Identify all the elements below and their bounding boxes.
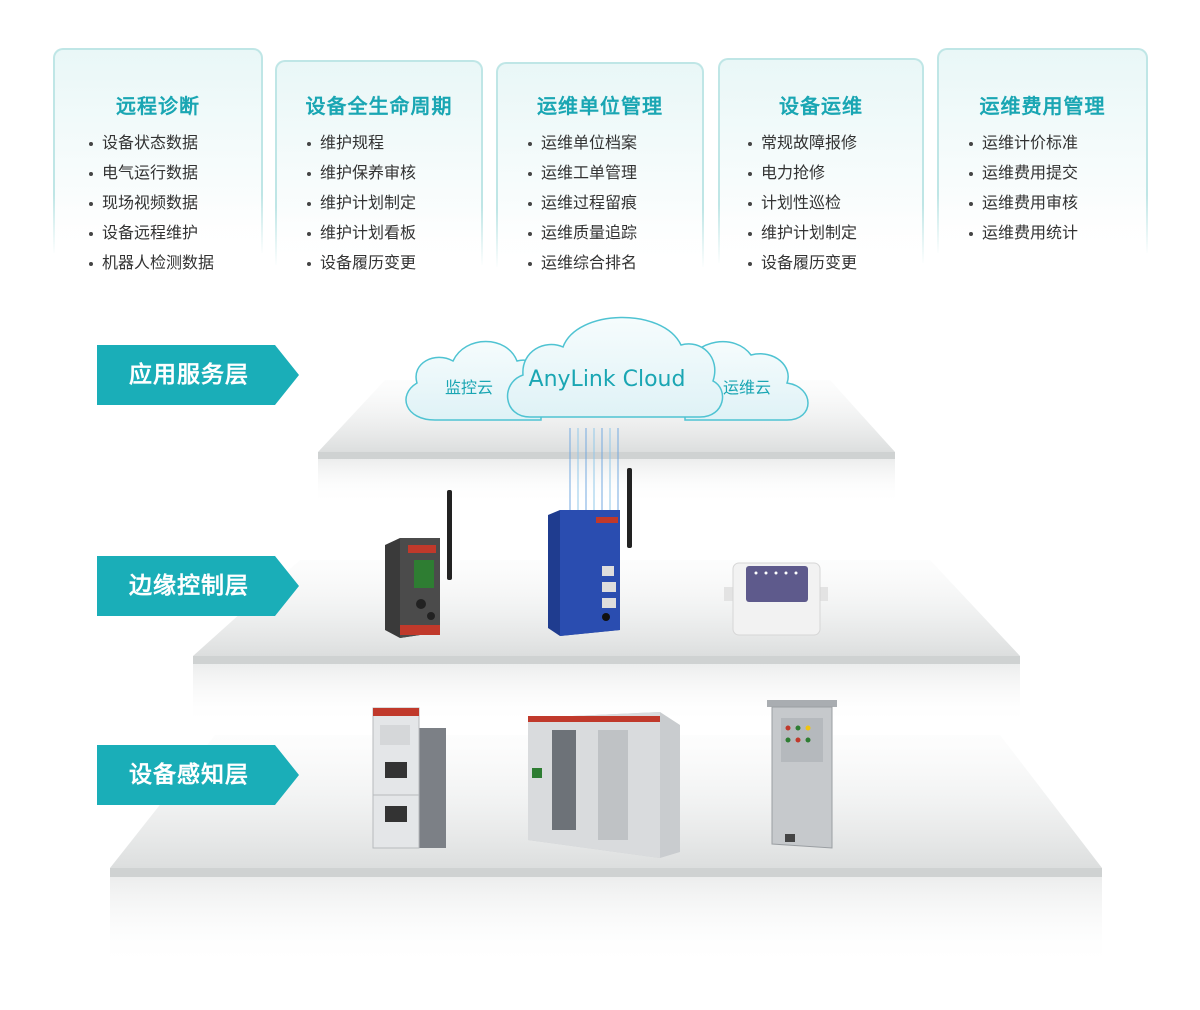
list-item: 计划性巡检 [748, 188, 857, 218]
card-title: 运维费用管理 [979, 94, 1106, 118]
list-item: 设备履历变更 [748, 248, 857, 278]
list-item: 电气运行数据 [89, 158, 214, 188]
gateway-device-blue [548, 468, 632, 636]
card-list: 设备状态数据 电气运行数据 现场视频数据 设备远程维护 机器人检测数据 [89, 128, 214, 278]
list-item: 设备状态数据 [89, 128, 214, 158]
cloud-center-shape [507, 316, 724, 418]
card-unit-management: 运维单位管理 运维单位档案 运维工单管理 运维过程留痕 运维质量追踪 运维综合排… [496, 62, 704, 272]
cloud-right-label: 运维云 [723, 378, 771, 397]
layer-label-edge: 边缘控制层 [97, 556, 299, 616]
list-item: 电力抢修 [748, 158, 857, 188]
card-equipment-om: 设备运维 常规故障报修 电力抢修 计划性巡检 维护计划制定 设备履历变更 [718, 58, 924, 272]
distribution-cabinet [767, 700, 837, 849]
list-item: 现场视频数据 [89, 188, 214, 218]
card-cost-management: 运维费用管理 运维计价标准 运维费用提交 运维费用审核 运维费用统计 [937, 48, 1148, 255]
card-list: 运维计价标准 运维费用提交 运维费用审核 运维费用统计 [969, 128, 1078, 248]
cloud-illustration: AnyLink Cloud 监控云 运维云 [405, 316, 809, 421]
card-title: 远程诊断 [116, 94, 200, 118]
cloud-data-lines [569, 428, 619, 515]
list-item: 维护计划制定 [307, 188, 416, 218]
card-remote-diagnosis: 远程诊断 设备状态数据 电气运行数据 现场视频数据 设备远程维护 机器人检测数据 [53, 48, 263, 272]
list-item: 运维过程留痕 [528, 188, 637, 218]
cloud-left-label: 监控云 [445, 378, 493, 397]
card-title: 设备运维 [779, 94, 863, 118]
card-list: 常规故障报修 电力抢修 计划性巡检 维护计划制定 设备履历变更 [748, 128, 857, 278]
list-item: 机器人检测数据 [89, 248, 214, 278]
list-item: 运维费用提交 [969, 158, 1078, 188]
list-item: 维护计划制定 [748, 218, 857, 248]
layer-label-perception: 设备感知层 [97, 745, 299, 805]
layer-label-application: 应用服务层 [97, 345, 299, 405]
list-item: 运维单位档案 [528, 128, 637, 158]
list-item: 设备履历变更 [307, 248, 416, 278]
list-item: 常规故障报修 [748, 128, 857, 158]
sensor-box [724, 562, 828, 636]
list-item: 运维工单管理 [528, 158, 637, 188]
list-item: 运维费用审核 [969, 188, 1078, 218]
card-title: 设备全生命周期 [305, 94, 453, 118]
list-item: 运维质量追踪 [528, 218, 637, 248]
card-lifecycle: 设备全生命周期 维护规程 维护保养审核 维护计划制定 维护计划看板 设备履历变更 [275, 60, 483, 272]
list-item: 运维费用统计 [969, 218, 1078, 248]
list-item: 维护计划看板 [307, 218, 416, 248]
list-item: 维护规程 [307, 128, 416, 158]
list-item: 设备远程维护 [89, 218, 214, 248]
list-item: 运维计价标准 [969, 128, 1078, 158]
list-item: 运维综合排名 [528, 248, 637, 278]
switchgear-cabinet [372, 707, 446, 849]
gateway-device-dark [385, 490, 452, 638]
low-voltage-switchboard [528, 712, 680, 858]
card-list: 维护规程 维护保养审核 维护计划制定 维护计划看板 设备履历变更 [307, 128, 416, 278]
card-list: 运维单位档案 运维工单管理 运维过程留痕 运维质量追踪 运维综合排名 [528, 128, 637, 278]
card-title: 运维单位管理 [537, 94, 663, 118]
cloud-main-label: AnyLink Cloud [529, 367, 686, 392]
list-item: 维护保养审核 [307, 158, 416, 188]
